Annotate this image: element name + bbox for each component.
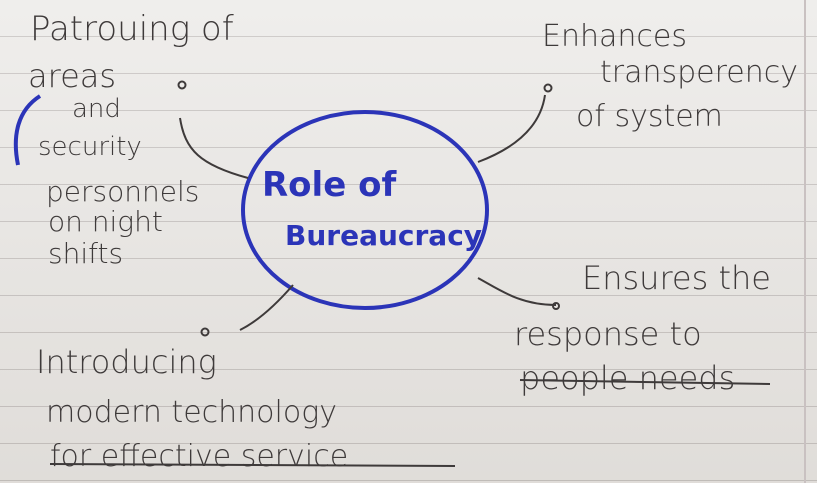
bottom-right-line-1: Ensures the bbox=[582, 259, 771, 297]
bullet-dot bbox=[200, 327, 210, 337]
bottom-right-line-3: people needs bbox=[520, 359, 736, 397]
top-left-line-7: shifts bbox=[48, 237, 124, 270]
top-left-line-1: Patrouing of bbox=[30, 9, 234, 49]
bottom-left-line-1: Introducing bbox=[36, 343, 217, 381]
connector-top-left bbox=[179, 117, 249, 179]
bullet-dot bbox=[543, 83, 553, 93]
strike-line bbox=[519, 379, 771, 385]
top-left-line-4: security bbox=[38, 132, 142, 162]
bottom-left-line-2: modern technology bbox=[46, 395, 337, 430]
top-left-line-5: personnels bbox=[46, 175, 200, 208]
bullet-dot bbox=[552, 302, 560, 310]
top-left-line-6: on night bbox=[48, 205, 163, 238]
top-left-line-2: areas bbox=[28, 57, 117, 95]
connector-top-right bbox=[477, 94, 546, 163]
center-circle bbox=[241, 110, 489, 310]
top-left-line-3: and bbox=[72, 94, 121, 124]
center-title-line-2: Bureaucracy bbox=[285, 219, 483, 252]
blue-bracket bbox=[13, 94, 42, 166]
strike-line bbox=[49, 463, 456, 467]
bottom-left-line-3: for effective service bbox=[50, 439, 349, 474]
top-right-line-3: of system bbox=[576, 99, 723, 134]
margin-line bbox=[804, 0, 806, 483]
connector-bottom-right bbox=[477, 277, 557, 306]
bottom-right-line-2: response to bbox=[514, 315, 702, 353]
connector-bottom-left bbox=[239, 284, 294, 331]
top-right-line-2: transperency bbox=[600, 55, 799, 90]
center-title-line-1: Role of bbox=[262, 165, 397, 205]
top-right-line-1: Enhances bbox=[542, 19, 687, 54]
bullet-dot bbox=[177, 80, 187, 90]
